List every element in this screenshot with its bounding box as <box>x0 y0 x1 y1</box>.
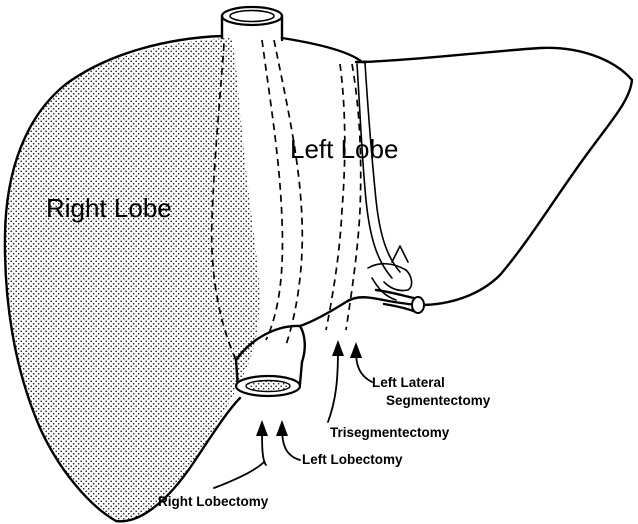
trisegmentectomy-arrow <box>328 340 344 422</box>
trisegmentectomy-label: Trisegmentectomy <box>330 425 450 440</box>
left-lateral-arrow <box>350 342 372 382</box>
left-lobe-label: Left Lobe <box>290 134 398 164</box>
left-lobectomy-label: Left Lobectomy <box>302 452 403 467</box>
left-lateral-label-line2: Segmentectomy <box>386 393 491 408</box>
left-lateral-label-line1: Left Lateral <box>372 375 445 390</box>
left-lobectomy-arrow <box>276 420 300 460</box>
right-lobectomy-arrow <box>214 420 268 488</box>
right-lobe-region <box>6 38 260 520</box>
right-lobectomy-label: Right Lobectomy <box>158 494 269 509</box>
right-lobe-label: Right Lobe <box>46 193 172 223</box>
ivc-vessel <box>222 7 282 40</box>
